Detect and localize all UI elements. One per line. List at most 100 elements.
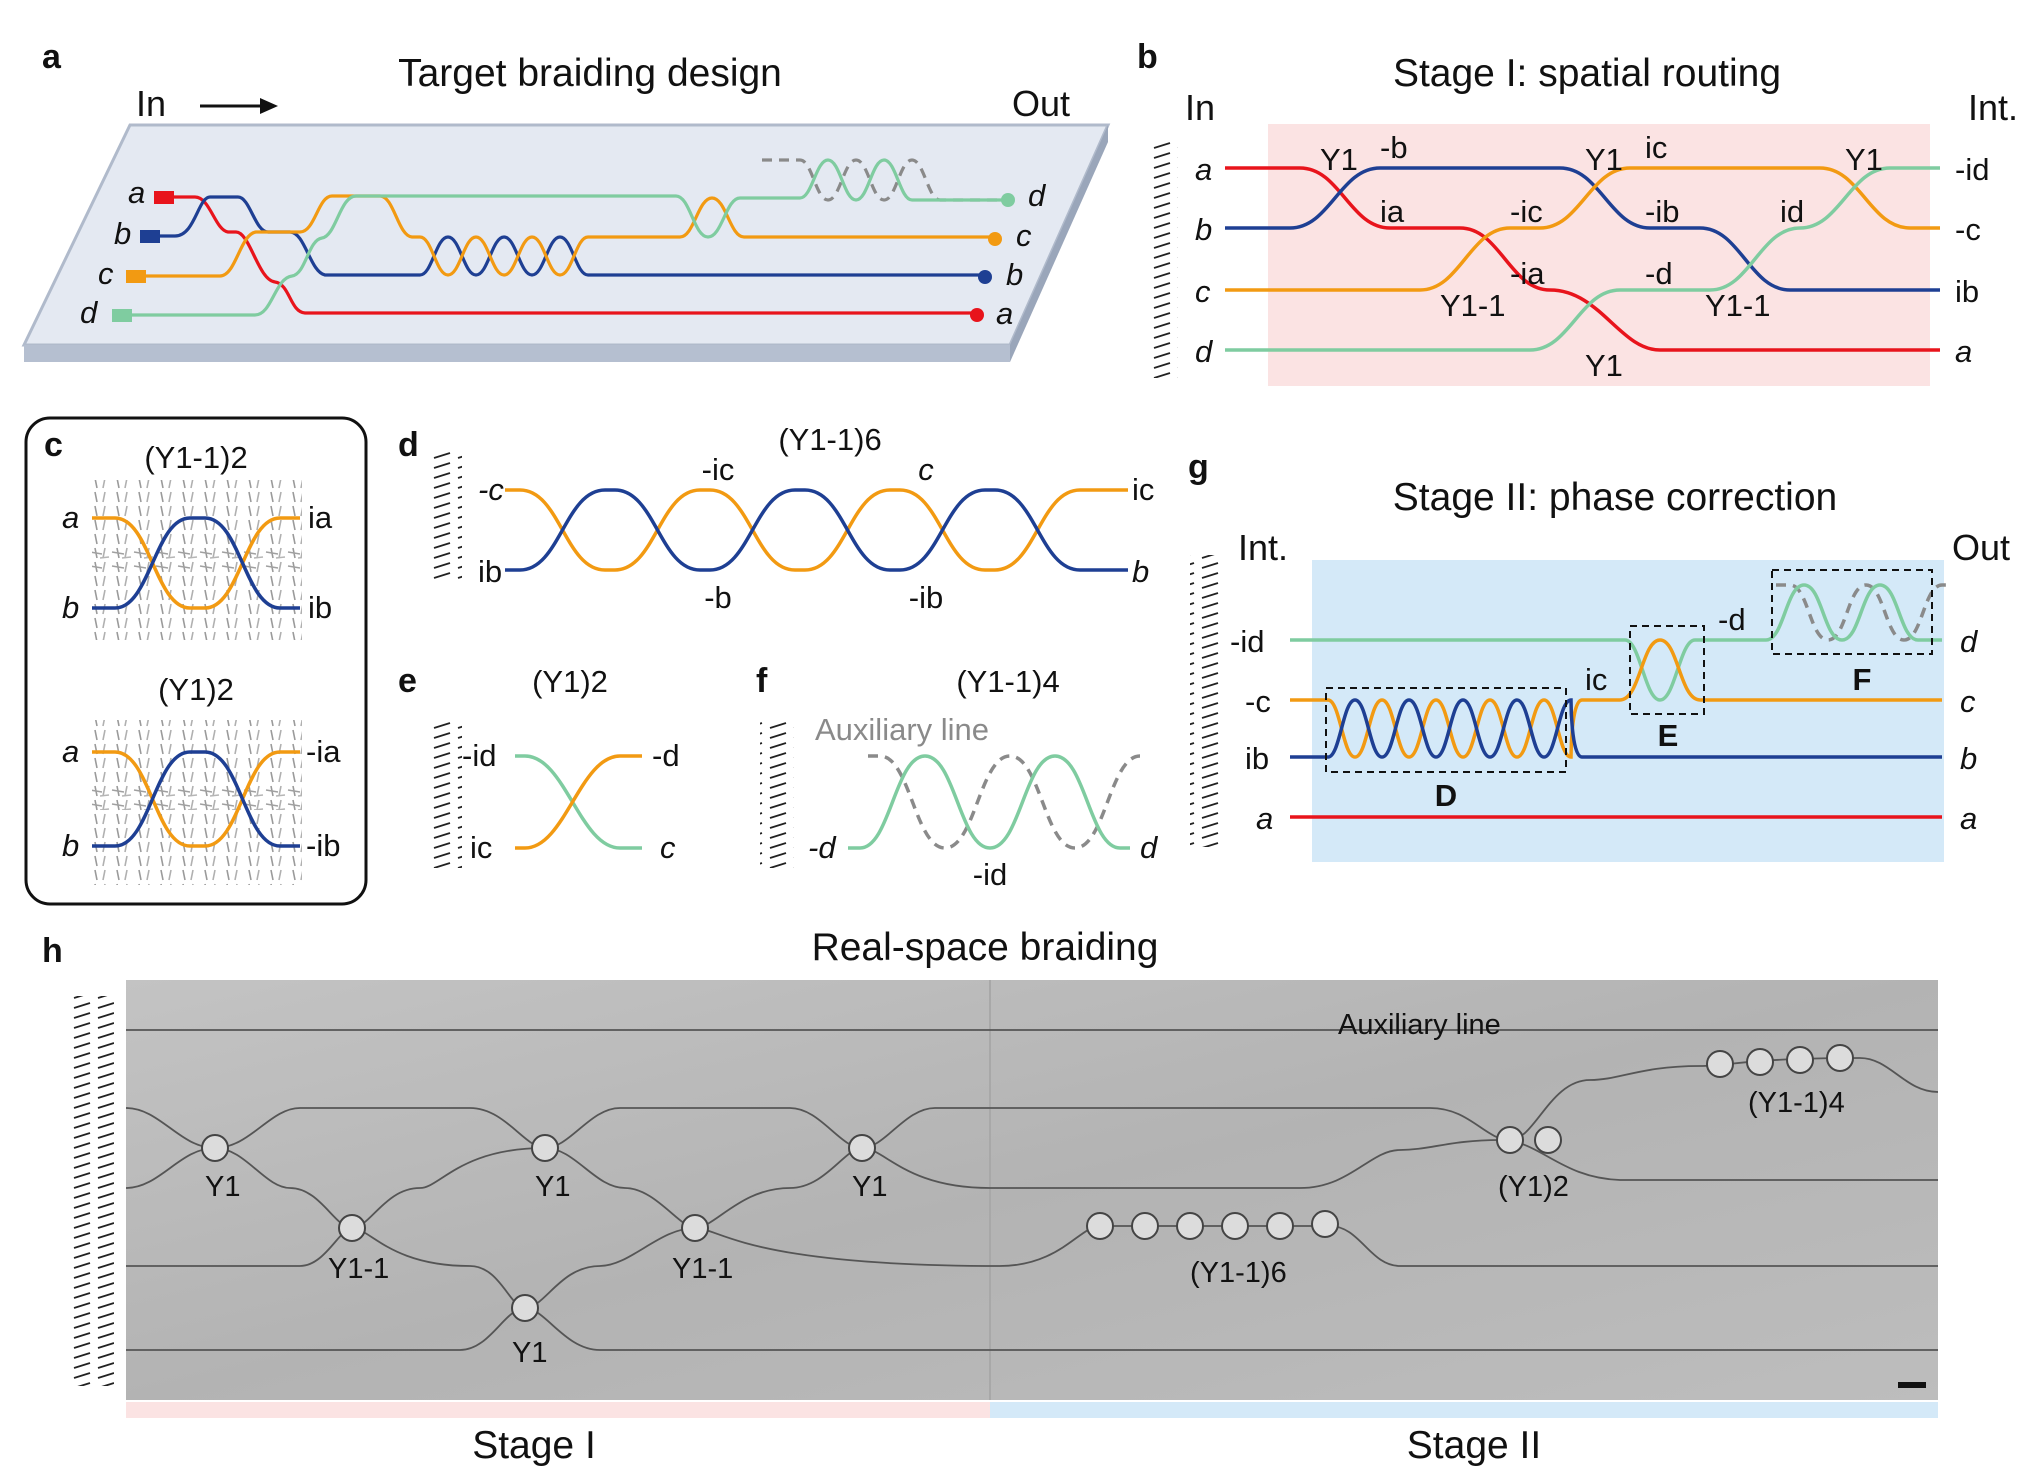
braid-lines [1290, 583, 1952, 819]
braid-lines [1225, 166, 1940, 352]
output-label: ia [308, 500, 333, 535]
input-label: ib [1245, 741, 1269, 776]
input-port-a [154, 191, 174, 204]
chip-side [24, 345, 1010, 362]
output-label: c [1960, 684, 1976, 719]
output-port-d [1001, 193, 1015, 207]
gate-power-label: (Y1-1)4 [956, 664, 1059, 699]
output-label: a [1955, 334, 1972, 369]
chip-edge [1010, 125, 1108, 362]
panel-title: Target braiding design [398, 52, 782, 95]
output-port-b [978, 270, 992, 284]
input-label: a [1256, 801, 1273, 836]
input-label: c [1195, 274, 1211, 309]
braid-lines [92, 750, 300, 848]
panel-g: g Stage II: phase correction Int. Out D … [1188, 448, 2010, 862]
panel-letter: f [756, 662, 768, 700]
micro-rings [201, 1044, 1854, 1322]
input-label: ib [478, 554, 502, 589]
annotation: ic [1645, 130, 1667, 165]
annotation: -ic [702, 452, 735, 487]
panel-letter: d [398, 426, 419, 464]
line-b [1225, 166, 1940, 292]
gate-power-label: (Y1-1)6 [778, 422, 881, 457]
micrograph [126, 980, 1938, 1400]
group-label: (Y1-1)4 [1748, 1087, 1845, 1119]
input-port-b [140, 230, 160, 243]
annotation: -ic [1510, 194, 1543, 229]
annotation: ic [1585, 662, 1607, 697]
panel-letter: b [1137, 38, 1158, 76]
gate-label: Y1 [1585, 142, 1623, 177]
output-label: b [1960, 741, 1977, 776]
output-label: d [1960, 624, 1979, 659]
input-label: a [62, 734, 79, 769]
stage1-bar [126, 1402, 990, 1418]
line-a [1225, 166, 1940, 352]
panel-b: b Stage I: spatial routing In Int. a b c… [1137, 38, 2018, 386]
annotation: -b [704, 580, 732, 615]
input-label: ic [470, 830, 492, 865]
input-label: b [62, 828, 79, 863]
auxiliary-line-label: Auxiliary line [1338, 1009, 1501, 1041]
stage2-bar [990, 1402, 1938, 1418]
panel-letter: c [44, 426, 63, 464]
input-label: d [80, 295, 99, 330]
stage1-label: Stage I [472, 1424, 596, 1467]
gate-power-label: (Y1-1)2 [144, 440, 247, 475]
line-c [1225, 166, 1940, 292]
input-label: b [114, 216, 131, 251]
box-label: F [1853, 662, 1872, 697]
panel-h: h Real-space braiding Auxiliary line Y1 … [42, 926, 1939, 1467]
output-label: -c [1955, 212, 1981, 247]
panel-title: Stage I: spatial routing [1393, 52, 1781, 95]
output-label: ib [1955, 274, 1979, 309]
arrow-icon [200, 98, 278, 114]
box-D [1325, 687, 1567, 773]
output-label: c [660, 830, 676, 865]
annotation: -ib [909, 580, 943, 615]
in-label: In [1185, 87, 1215, 128]
input-port-c [126, 270, 146, 283]
panel-letter: a [42, 38, 62, 76]
waveguide-d [122, 158, 1008, 317]
annotation: -d [1718, 602, 1746, 637]
auxiliary-line-label: Auxiliary line [815, 712, 989, 747]
gate-label: Y1 [1845, 142, 1883, 177]
braid-lines [92, 516, 300, 610]
panel-c: c (Y1-1)2 a b ia ib (Y1)2 a b -ia -ib [24, 416, 368, 906]
in-label: In [136, 83, 166, 124]
output-port-c [988, 232, 1002, 246]
line-d [1225, 166, 1940, 352]
panel-letter: e [398, 662, 417, 700]
output-port-a [970, 308, 984, 322]
panel-d: d (Y1-1)6 -c ib ic b -ic c -b -ib [398, 422, 1154, 615]
output-label: -id [1955, 152, 1989, 187]
box-label: E [1658, 718, 1679, 753]
panel-title: Real-space braiding [812, 926, 1159, 969]
lc-texture [428, 720, 462, 868]
input-label: b [1195, 212, 1212, 247]
output-label: d [1140, 830, 1159, 865]
output-label: -d [652, 738, 680, 773]
annotation: -d [1645, 256, 1673, 291]
panel-a: a Target braiding design In Out a b c d [21, 38, 1111, 362]
line-minus-c [1290, 638, 1942, 759]
panel-letter: g [1188, 448, 1209, 486]
braid-lines [505, 488, 1128, 572]
input-label: b [62, 590, 79, 625]
gate-label: Y1-1 [1705, 288, 1770, 323]
panel-f: f (Y1-1)4 Auxiliary line -d d -id [756, 662, 1159, 892]
annotation: -id [973, 857, 1007, 892]
output-label: ib [308, 590, 332, 625]
braid-lines [848, 754, 1141, 850]
lc-texture [428, 450, 462, 580]
output-label: b [1006, 257, 1023, 292]
output-label: c [1016, 218, 1032, 253]
out-label: Out [1012, 83, 1070, 124]
panel-letter: h [42, 932, 63, 970]
output-label: -ib [306, 828, 340, 863]
lc-texture [92, 788, 302, 810]
waveguide-c [138, 194, 995, 278]
output-label: -ia [306, 734, 341, 769]
